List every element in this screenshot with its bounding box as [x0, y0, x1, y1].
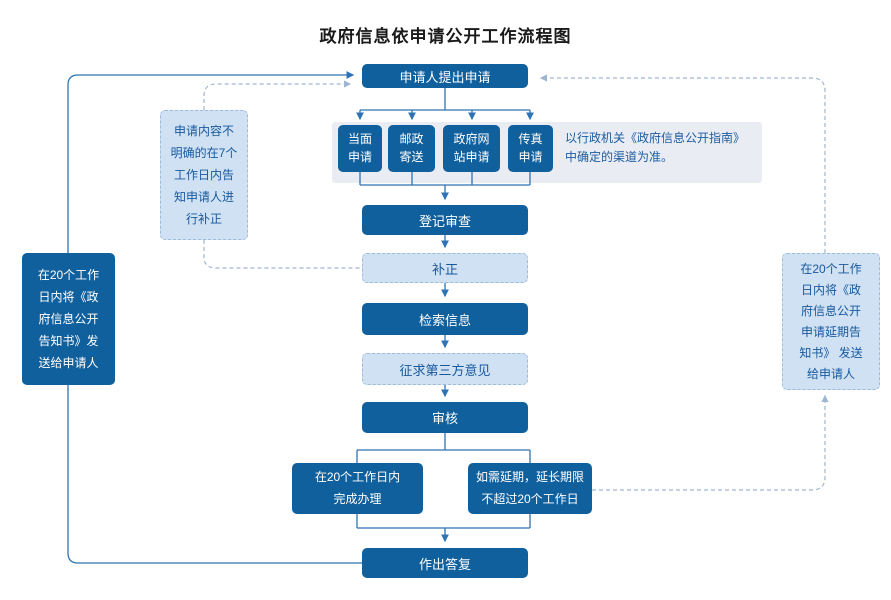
- note-supplement-7days: 申请内容不 明确的在7个 工作日内告 知申请人进 行补正: [160, 110, 248, 240]
- node-channel-fax: 传真 申请: [508, 125, 553, 172]
- node-reply: 作出答复: [362, 548, 528, 578]
- node-third-party: 征求第三方意见: [362, 353, 528, 385]
- page-title: 政府信息依申请公开工作流程图: [319, 27, 572, 46]
- node-supplement: 补正: [362, 253, 528, 283]
- node-channel-mail: 邮政 寄送: [388, 125, 435, 172]
- notice-disclosure-20days: 在20个工作 日内将《政 府信息公开 告知书》发 送给申请人: [22, 253, 115, 385]
- channel-note-text: 以行政机关《政府信息公开指南》 中确定的渠道为准。: [565, 131, 746, 164]
- notice-extension-20days: 在20个工作 日内将《政 府信息公开 申请延期告 知书》 发送 给申请人: [782, 253, 880, 390]
- node-channel-website: 政府网 站申请: [443, 125, 500, 172]
- node-complete-20days: 在20个工作日内 完成办理: [292, 463, 423, 514]
- node-search: 检索信息: [362, 303, 528, 335]
- node-start: 申请人提出申请: [362, 64, 528, 88]
- node-channel-inperson: 当面 申请: [338, 125, 382, 172]
- node-extension: 如需延期，延长期限 不超过20个工作日: [468, 463, 592, 514]
- node-register: 登记审查: [362, 205, 528, 235]
- node-review: 审核: [362, 402, 528, 433]
